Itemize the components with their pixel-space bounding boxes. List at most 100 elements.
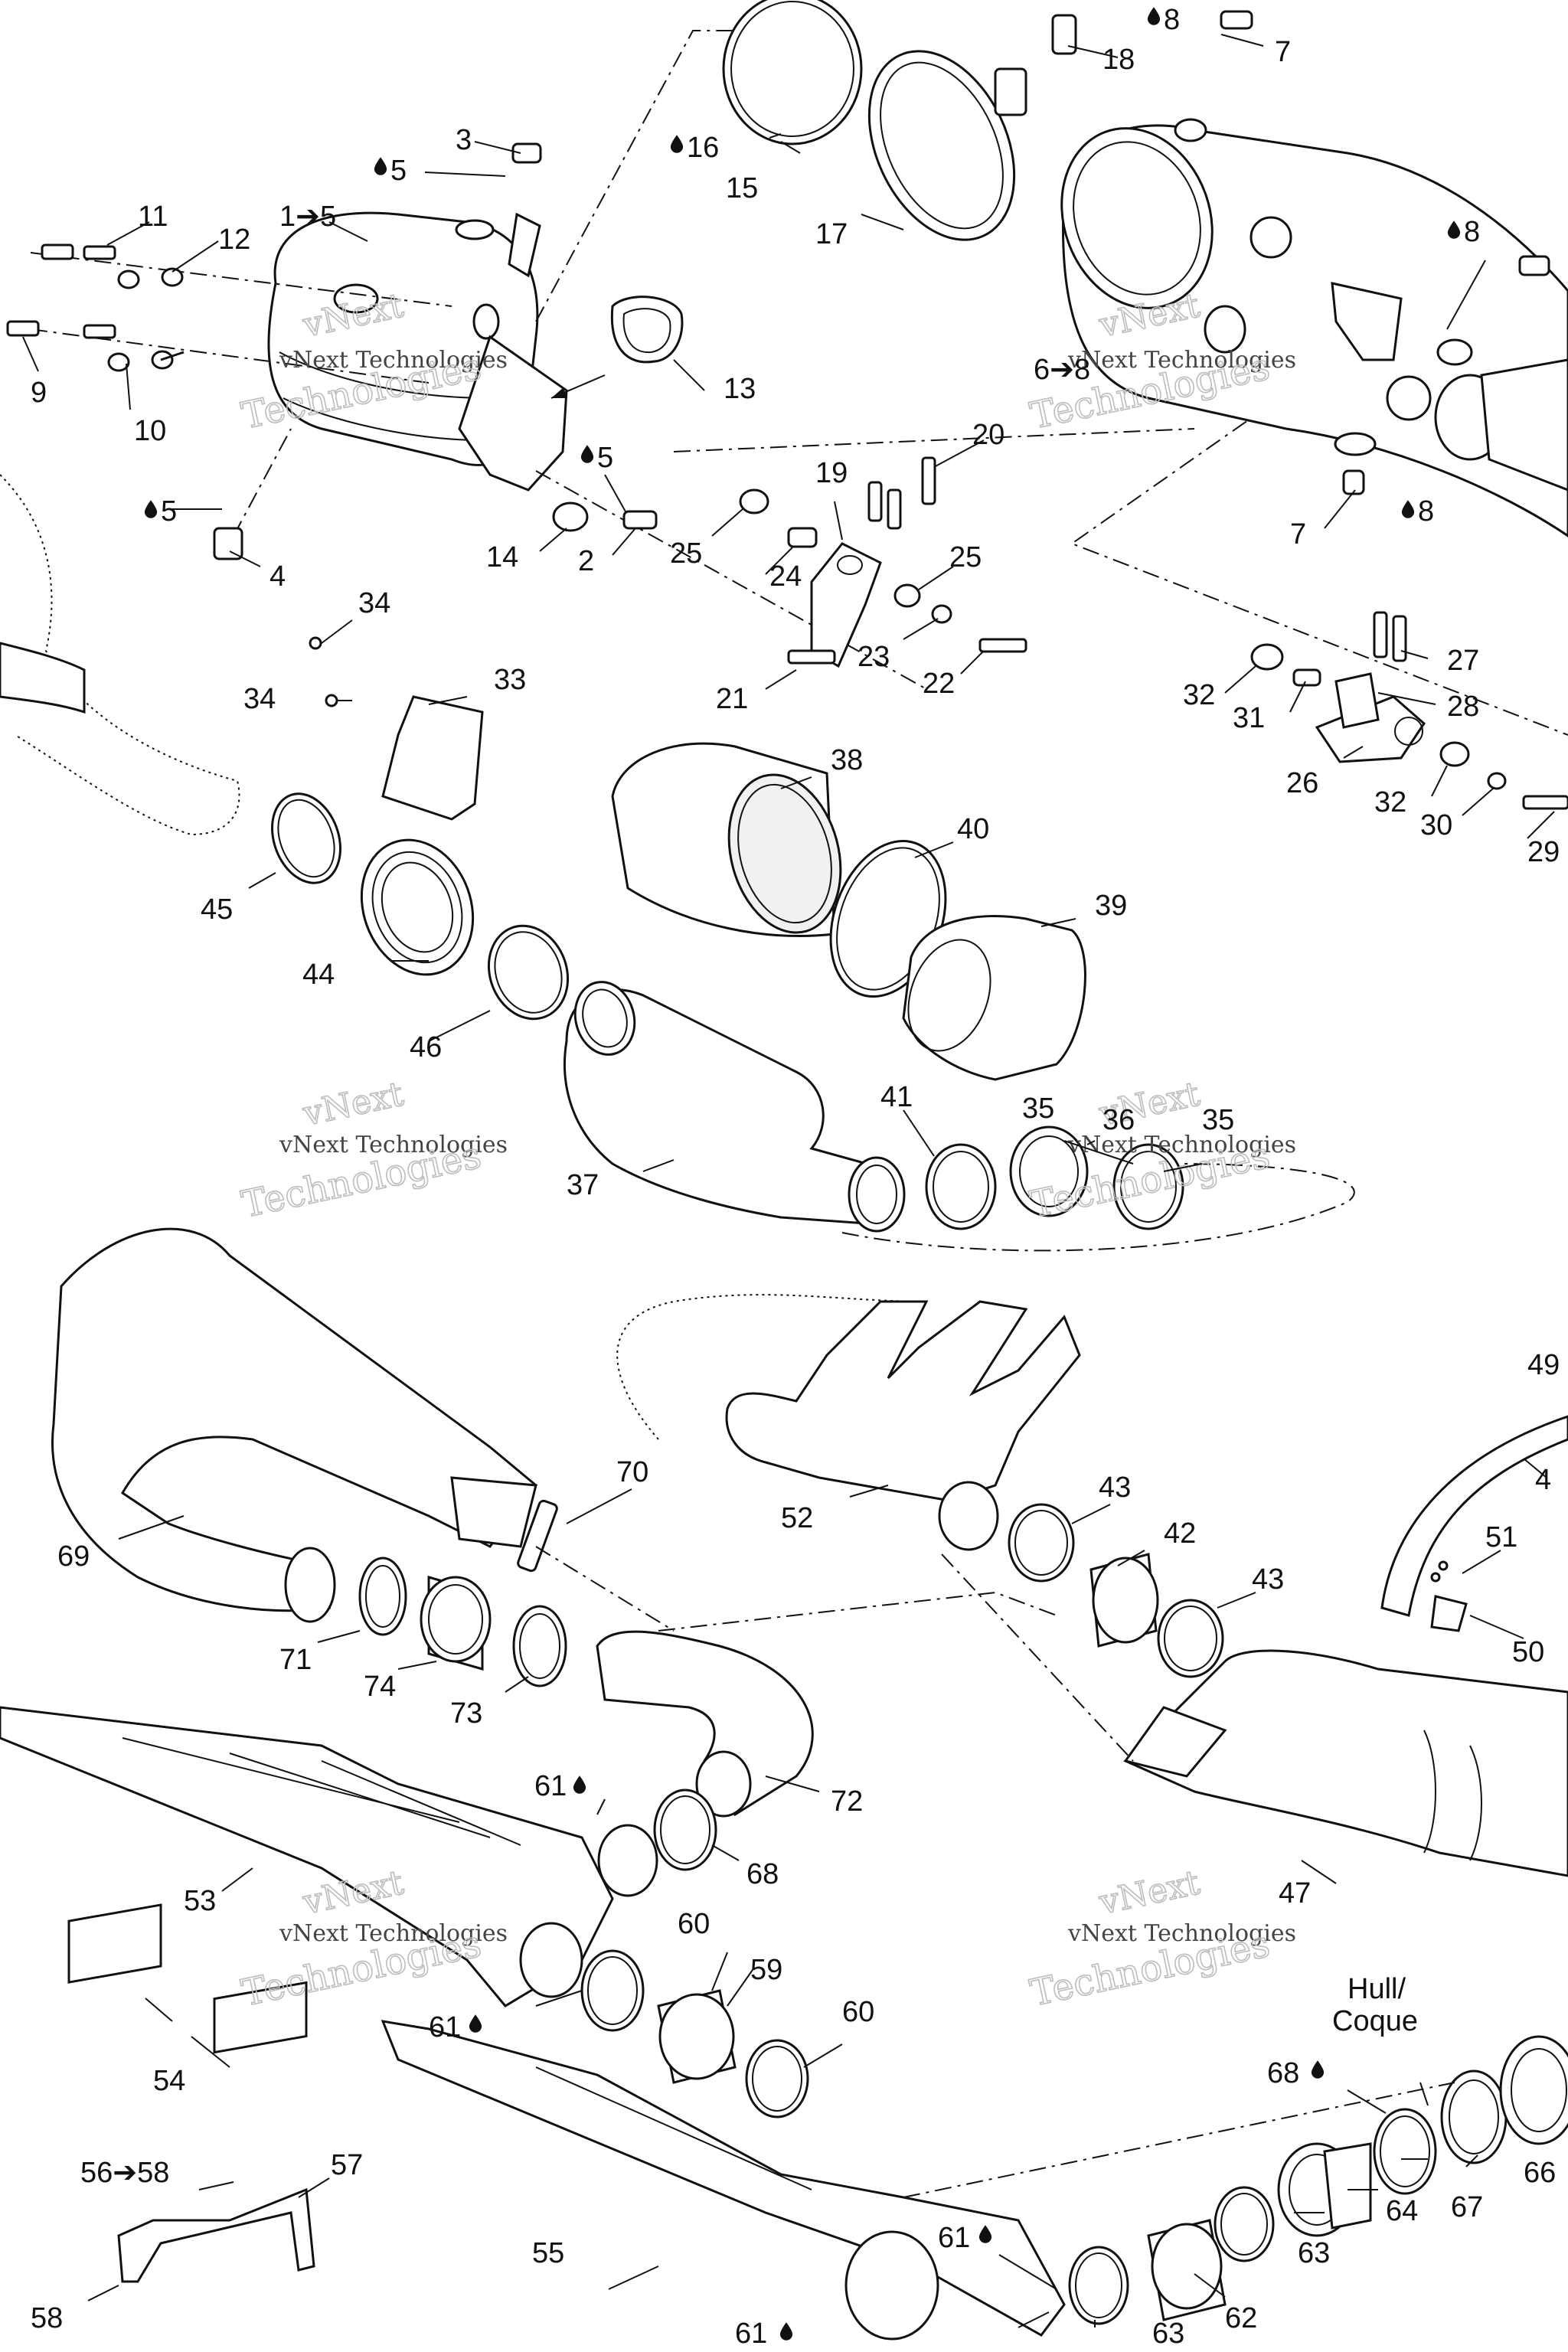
clamp-41 xyxy=(925,1143,997,1230)
bolts-washers-left xyxy=(6,243,184,372)
heat-shield-33 xyxy=(381,695,484,821)
svg-text:27: 27 xyxy=(1447,645,1479,677)
fastener-51b xyxy=(1438,1560,1449,1571)
pad-54a xyxy=(67,1903,162,1984)
svg-text:60: 60 xyxy=(842,1996,874,2028)
sleeve-24 xyxy=(787,527,818,548)
svg-text:67: 67 xyxy=(1451,2191,1483,2223)
svg-text:28: 28 xyxy=(1447,691,1479,723)
svg-text:26: 26 xyxy=(1286,767,1318,799)
clip-70 xyxy=(517,1499,558,1573)
svg-text:vNext Technologies: vNext Technologies xyxy=(279,1132,508,1158)
svg-text:vNext Technologies: vNext Technologies xyxy=(1067,347,1296,374)
svg-text:vNext Technologies: vNext Technologies xyxy=(279,1920,508,1947)
bolt-22 xyxy=(978,638,1027,653)
pipe-72 xyxy=(596,1630,814,1818)
svg-text:61: 61 xyxy=(534,1770,567,1802)
svg-text:5: 5 xyxy=(390,155,407,187)
muffler-47 xyxy=(1123,1649,1568,1877)
svg-text:12: 12 xyxy=(218,224,250,256)
pipe-52 xyxy=(725,1300,1081,1551)
svg-text:57: 57 xyxy=(331,2149,363,2181)
svg-text:71: 71 xyxy=(279,1644,312,1676)
sleeve-31 xyxy=(1292,668,1321,687)
clamp-60b xyxy=(745,2039,809,2118)
clamp-43a xyxy=(1008,1503,1075,1583)
clamp-60a xyxy=(580,1949,645,2032)
svg-text:42: 42 xyxy=(1164,1517,1196,1550)
svg-text:7: 7 xyxy=(1290,518,1306,550)
svg-text:vNext: vNext xyxy=(299,1074,407,1134)
exhaust-body-upper xyxy=(1060,118,1568,537)
svg-text:53: 53 xyxy=(184,1885,216,1917)
clamp-17 xyxy=(867,50,1027,241)
svg-text:61: 61 xyxy=(938,2222,970,2254)
svg-text:55: 55 xyxy=(532,2237,564,2269)
svg-text:25: 25 xyxy=(670,537,702,570)
svg-text:15: 15 xyxy=(726,172,758,204)
spacer-14 xyxy=(552,501,589,532)
svg-text:21: 21 xyxy=(716,683,748,715)
watermark-3: vNext vNext Technologies Technologies xyxy=(237,1074,508,1227)
cover-39 xyxy=(902,915,1086,1081)
svg-text:59: 59 xyxy=(750,1954,782,1986)
svg-text:41: 41 xyxy=(880,1081,913,1113)
washer-30 xyxy=(1487,772,1507,790)
svg-text:20: 20 xyxy=(972,419,1004,451)
bushing-32b xyxy=(1439,741,1470,767)
bushing-25a xyxy=(739,488,769,514)
nut-66 xyxy=(1440,2069,1508,2164)
svg-text:68: 68 xyxy=(1267,2057,1299,2089)
plate-28 xyxy=(1334,672,1380,729)
svg-text:24: 24 xyxy=(769,560,802,593)
svg-text:62: 62 xyxy=(1225,2302,1257,2334)
clamp-63b xyxy=(1214,2186,1275,2262)
bolt-29 xyxy=(1522,795,1568,810)
svg-text:2: 2 xyxy=(578,545,594,577)
svg-text:25: 25 xyxy=(949,541,982,573)
svg-text:63: 63 xyxy=(1298,2237,1330,2269)
svg-text:29: 29 xyxy=(1527,836,1560,868)
bolt-27a xyxy=(1373,611,1388,658)
svg-text:39: 39 xyxy=(1095,890,1127,922)
callout-leaders xyxy=(22,34,1555,2328)
svg-text:60: 60 xyxy=(678,1908,710,1940)
svg-text:Hull/: Hull/ xyxy=(1348,1973,1406,2005)
pipe-69 xyxy=(51,1227,538,1623)
svg-text:44: 44 xyxy=(302,959,335,991)
bolt-20c xyxy=(921,456,936,505)
svg-text:52: 52 xyxy=(781,1502,813,1534)
gasket-67 xyxy=(1373,2108,1437,2195)
svg-text:23: 23 xyxy=(858,641,890,673)
svg-text:36: 36 xyxy=(1102,1104,1135,1136)
cover-38 xyxy=(611,742,842,937)
svg-text:58: 58 xyxy=(31,2302,63,2334)
svg-text:54: 54 xyxy=(153,2065,185,2097)
svg-text:43: 43 xyxy=(1099,1472,1131,1504)
svg-text:34: 34 xyxy=(243,683,276,715)
svg-text:35: 35 xyxy=(1202,1104,1234,1136)
fastener-34b xyxy=(325,694,338,707)
svg-text:64: 64 xyxy=(1386,2195,1418,2227)
svg-text:33: 33 xyxy=(494,664,526,696)
bracket-56 xyxy=(117,2187,315,2283)
clamp-71 xyxy=(358,1557,407,1636)
hull-fitting xyxy=(1499,2035,1568,2145)
svg-text:68: 68 xyxy=(746,1858,779,1890)
svg-text:73: 73 xyxy=(450,1697,482,1730)
svg-text:63: 63 xyxy=(1152,2318,1184,2350)
fitting-7-lower xyxy=(1342,469,1365,495)
fitting-7-top xyxy=(1220,10,1253,30)
svg-text:11: 11 xyxy=(138,201,168,233)
svg-text:46: 46 xyxy=(410,1031,442,1063)
svg-text:19: 19 xyxy=(815,457,848,489)
bushing-25b xyxy=(893,583,921,608)
coupler-74 xyxy=(420,1576,492,1671)
svg-text:22: 22 xyxy=(923,668,955,700)
strap-48 xyxy=(1380,1415,1568,1617)
svg-text:7: 7 xyxy=(1275,36,1291,68)
svg-text:1➔5: 1➔5 xyxy=(279,201,336,233)
svg-text:18: 18 xyxy=(1102,44,1135,76)
callout-labels: 3 5 1➔5 11 12 9 10 13 5 5 4 14 2 16 15 1… xyxy=(31,4,1560,2350)
